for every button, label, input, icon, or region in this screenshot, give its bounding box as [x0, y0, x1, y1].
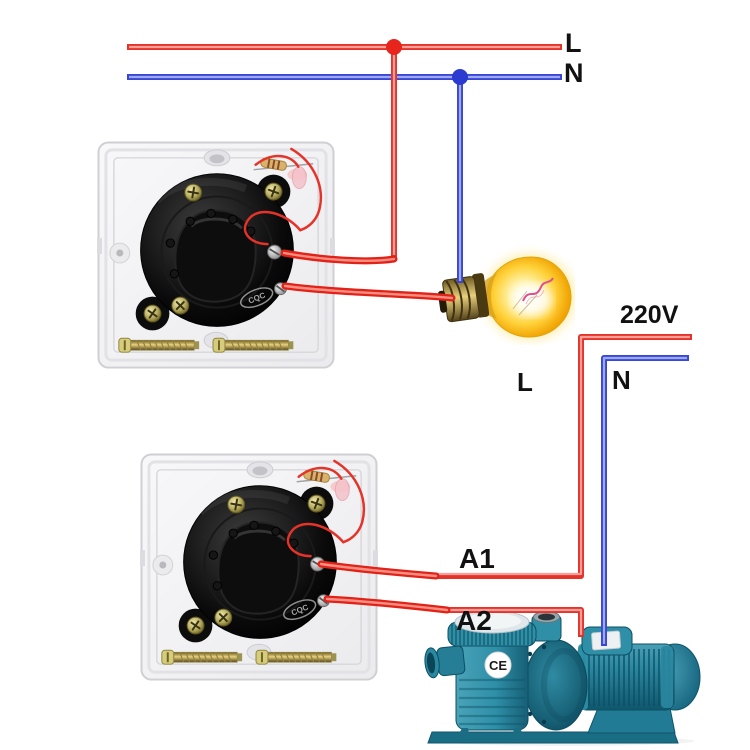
plate-notch-left	[140, 550, 145, 567]
fuse-assembly	[243, 147, 323, 246]
terminal-screw-upper	[310, 556, 325, 572]
mounting-screw-right	[212, 337, 294, 353]
plate-notch-right	[330, 238, 335, 255]
mounting-screw-left	[118, 337, 200, 353]
label-voltage: 220V	[620, 301, 679, 329]
resistor	[303, 469, 330, 483]
disc-screw-top	[227, 495, 246, 514]
terminal-screw-lower	[274, 282, 287, 296]
terminal-screw-lower	[317, 594, 330, 608]
ear-screw-bottom	[186, 616, 205, 635]
water-pump: CE	[424, 610, 701, 746]
disc-highlight	[196, 489, 291, 516]
wall-switch-upper: CQC	[97, 141, 335, 369]
neon-lamp	[291, 166, 307, 190]
disc-pin-holes	[165, 208, 256, 279]
resistor	[260, 157, 287, 171]
ear-screw-top	[264, 182, 283, 201]
inlet-port	[424, 645, 466, 679]
plate-notch-left	[97, 238, 102, 255]
filament-echo	[525, 289, 545, 305]
plate-notch-right	[373, 550, 378, 567]
label-terminal-a2: A2	[456, 605, 492, 636]
label-neutral-mid: N	[612, 365, 631, 395]
screw-tip	[194, 341, 200, 350]
motor-band-right	[661, 646, 673, 708]
plate-hole-left-center	[116, 249, 124, 257]
screw-tip	[331, 653, 337, 662]
disc-highlight	[153, 177, 248, 204]
center-shape-rim	[190, 217, 243, 230]
light-bulb	[438, 253, 575, 341]
fuse-assembly	[286, 459, 366, 558]
internal-wire-right	[290, 147, 323, 232]
pot-ribs	[459, 678, 525, 726]
disc-screw-bottom	[214, 608, 233, 627]
plate-hole-left-center	[159, 561, 167, 569]
label-live-mid: L	[517, 367, 533, 397]
ear-screw-bottom	[143, 304, 162, 323]
internal-wire-top	[254, 154, 300, 168]
filament-supports	[512, 290, 538, 316]
plate-oval-top-hole	[209, 154, 225, 164]
terminal-box-label	[591, 630, 621, 651]
volute-ring	[541, 648, 587, 722]
label-live-top: L	[565, 28, 582, 58]
inlet-stub-hole	[538, 613, 555, 621]
ear-screw-top	[307, 494, 326, 513]
terminal-screw-upper	[267, 244, 282, 260]
internal-wire-loop	[243, 210, 302, 246]
wall-switch-lower: CQC	[140, 453, 378, 681]
center-shape-rim	[233, 529, 286, 542]
mounting-screw-left	[161, 649, 243, 665]
disc-pin-holes	[208, 520, 299, 591]
bulb-base	[438, 273, 490, 323]
filament	[522, 277, 554, 302]
internal-wire-loop	[286, 522, 345, 558]
label-neutral-top: N	[564, 58, 584, 88]
pot-foot-right	[512, 728, 526, 740]
mounting-screw-right	[255, 649, 337, 665]
plate-oval-top-hole	[252, 466, 268, 476]
screw-tip	[237, 653, 243, 662]
switch-mechanism: CQC	[178, 485, 337, 643]
screw-tip	[288, 341, 294, 350]
ce-badge-text: CE	[489, 658, 507, 673]
live-junction-dot	[386, 39, 402, 55]
disc-screw-top	[184, 183, 203, 202]
switch-mechanism: CQC	[135, 173, 294, 331]
disc-screw-bottom	[171, 296, 190, 315]
internal-wire-top	[297, 466, 343, 480]
label-terminal-a1: A1	[459, 543, 495, 574]
pot-foot-left	[456, 728, 470, 740]
neon-lamp	[334, 478, 350, 502]
ce-badge: CE	[484, 651, 512, 679]
internal-wire-right	[333, 459, 366, 544]
neutral-junction-dot	[452, 69, 468, 85]
